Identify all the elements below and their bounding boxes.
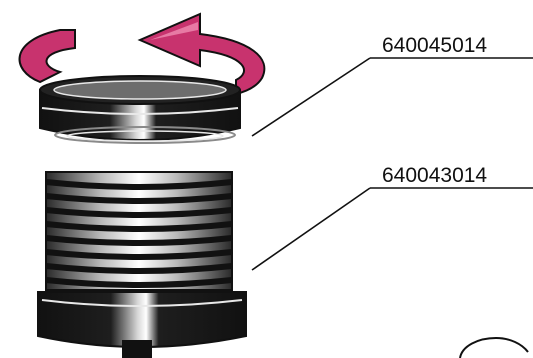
cap-part (39, 75, 241, 144)
part-number-body: 640043014 (382, 164, 487, 187)
rotate-arrow-icon (18, 12, 266, 96)
body-part (37, 171, 247, 358)
leader-lines (251, 57, 533, 271)
part-number-cap: 640045014 (382, 34, 487, 57)
partial-circle-icon (459, 336, 529, 358)
